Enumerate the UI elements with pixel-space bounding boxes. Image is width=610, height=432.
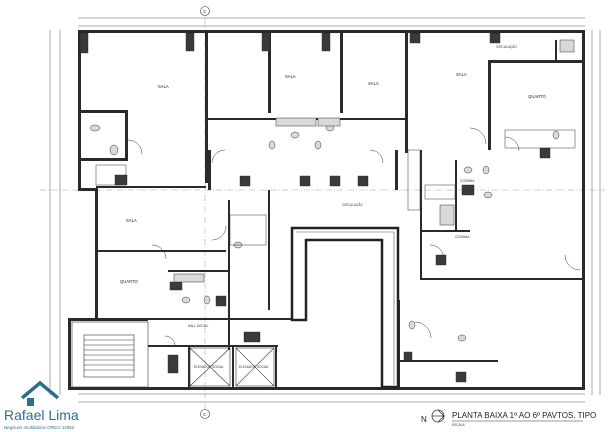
room-circulacao-2: CIRCULAÇÃO bbox=[342, 202, 363, 207]
house-roof-icon bbox=[20, 380, 60, 400]
drawing-title-block: N PLANTA BAIXA 1º AO 6º PAVTOS. TIPO ESC… bbox=[421, 409, 596, 427]
room-elevador-1: ELEVADOR SOCIAL bbox=[194, 365, 224, 369]
exterior-walls bbox=[68, 30, 585, 390]
room-elevador-2: ELEVADOR SOCIAL bbox=[239, 365, 269, 369]
room-quarto-1: QUARTO bbox=[528, 94, 547, 99]
grid-marker-bottom-label: C bbox=[203, 412, 206, 417]
room-sala-4: SALA bbox=[456, 72, 467, 77]
logo-name: Rafael Lima bbox=[4, 407, 79, 423]
elevators bbox=[167, 331, 275, 387]
grid-marker-top bbox=[200, 6, 210, 16]
doors bbox=[127, 127, 581, 347]
north-label: N bbox=[421, 415, 427, 424]
room-labels: SALA SALA SALA SALA SALA QUARTO QUARTO C… bbox=[120, 44, 547, 369]
bathroom-fixtures bbox=[79, 32, 551, 383]
stairs bbox=[71, 321, 149, 388]
room-hall-social: HALL SOCIAL bbox=[188, 324, 209, 328]
room-quarto-2: QUARTO bbox=[120, 279, 139, 284]
room-sala-3: SALA bbox=[368, 81, 379, 86]
room-sala-2: SALA bbox=[285, 74, 296, 79]
room-sala-5: SALA bbox=[126, 218, 137, 223]
logo-tagline: Negócios Imobiliários CRECI 14083 bbox=[4, 425, 75, 430]
room-sala-1: SALA bbox=[158, 84, 169, 89]
counters bbox=[95, 129, 576, 246]
room-circulacao-1: CIRCULAÇÃO bbox=[496, 44, 517, 49]
grid-marker-top-label: C bbox=[203, 9, 206, 14]
room-cozinha-1: COZINHA bbox=[455, 235, 470, 239]
central-shaft bbox=[290, 226, 400, 389]
grid-marker-bottom bbox=[200, 409, 210, 419]
room-cozinha-2: COZINHA bbox=[460, 179, 475, 183]
drawing-scale: ESCALA bbox=[452, 423, 465, 427]
brand-logo: Rafael Lima Negócios Imobiliários CRECI … bbox=[4, 380, 79, 430]
drawing-title: PLANTA BAIXA 1º AO 6º PAVTOS. TIPO bbox=[452, 411, 596, 420]
interior-walls bbox=[80, 33, 582, 387]
dimension-lines bbox=[49, 17, 601, 403]
